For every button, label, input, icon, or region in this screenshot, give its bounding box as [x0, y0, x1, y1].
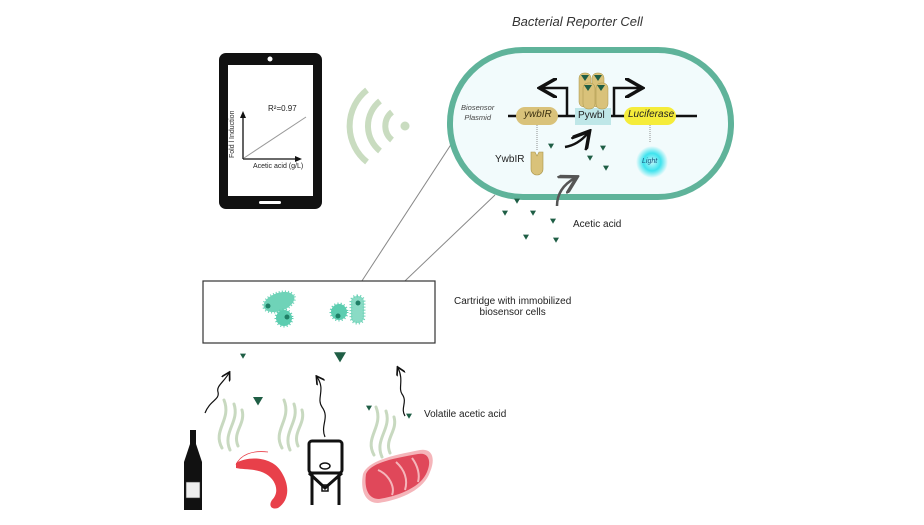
steak-icon: [362, 449, 433, 503]
acetic-acid-molecule-icon: [587, 155, 593, 161]
volatile-acetic-acid-label: Volatile acetic acid: [424, 409, 507, 420]
diagram-title: Bacterial Reporter Cell: [512, 14, 643, 29]
biosensor-cell: [329, 302, 349, 322]
tablet-home-button: [259, 201, 281, 204]
cartridge-label-line2: biosensor cells: [479, 307, 546, 318]
champagne-bottle-icon: [184, 430, 202, 510]
acetic-acid-molecule-icon: [530, 210, 536, 216]
acetic-acid-label: Acetic acid: [573, 219, 622, 230]
regression-line: [243, 116, 307, 159]
light-label: Light: [642, 158, 658, 165]
acetic-acid-molecule-icon: [600, 145, 606, 151]
pywbl-promoter: [575, 108, 611, 125]
acetic-acid-molecule-icon: [548, 143, 554, 149]
tablet-y-axis-label: Fold l Induction: [229, 110, 236, 158]
biosensor-cell: [274, 308, 294, 328]
biosensor-cell: [349, 294, 366, 325]
cartridge: [202, 280, 436, 344]
r-squared-label: R²=0.97: [268, 104, 297, 113]
light-glow: [636, 146, 668, 178]
uptake-arrow-icon: [555, 178, 575, 207]
plasmid-label-line2: Plasmid: [464, 113, 492, 122]
acetic-acid-molecule-icon: [502, 210, 508, 216]
luciferase-gene: [624, 107, 676, 125]
x-axis-arrow-icon: [295, 156, 302, 162]
vapor-arrows: [204, 368, 406, 438]
wireless-signal-icon: [346, 87, 410, 165]
forward-promoter-arrow-icon: [612, 88, 640, 116]
immobilized-biosensor-cells: [262, 290, 366, 328]
plasmid-label-line1: Biosensor: [461, 103, 495, 112]
acetic-acid-molecule-icon: [550, 218, 556, 224]
tablet-camera-icon: [267, 56, 273, 62]
y-axis-arrow-icon: [240, 111, 246, 118]
tablet-screen: [228, 65, 313, 196]
plasmid-label: Biosensor Plasmid: [461, 103, 494, 123]
bound-regulator-proteins: [578, 72, 609, 110]
cartridge-label: Cartridge with immobilized biosensor cel…: [454, 296, 571, 318]
vapor-icons: [217, 398, 397, 459]
acetic-acid-molecule-icon: [240, 353, 246, 359]
acetic-acid-molecule-icon: [514, 198, 520, 204]
reverse-promoter-arrow-icon: [542, 88, 569, 116]
acetic-acid-molecule-icon: [366, 405, 372, 411]
acetic-acid-molecule-icon: [523, 234, 529, 240]
acetic-acid-molecule-icon: [603, 165, 609, 171]
tablet-x-axis-label: Acetic acid (g/L): [253, 163, 304, 170]
pywbl-label: Pywbl: [578, 110, 605, 121]
shrimp-icon: [235, 451, 288, 509]
acetic-acid-molecule-icon: [253, 397, 263, 406]
ywbir-protein-icon: [530, 151, 544, 176]
biosensor-cell: [262, 290, 296, 314]
acetic-acid-molecule-icon: [553, 237, 559, 243]
ywbir-gene: [516, 107, 558, 125]
binding-arrow-icon: [564, 133, 588, 147]
acetic-acid-molecule-icon: [406, 413, 412, 419]
luciferase-label: Luciferase: [628, 109, 675, 120]
acetic-acid-molecule-icon: [334, 352, 346, 363]
cartridge-label-line1: Cartridge with immobilized: [454, 296, 572, 307]
ywbir-gene-label: ywbIR: [524, 109, 552, 120]
tablet: [219, 53, 322, 209]
zoom-line-top: [355, 119, 468, 291]
fermentation-tank-icon: [307, 439, 344, 505]
ywbir-protein-label: YwbIR: [495, 154, 525, 165]
